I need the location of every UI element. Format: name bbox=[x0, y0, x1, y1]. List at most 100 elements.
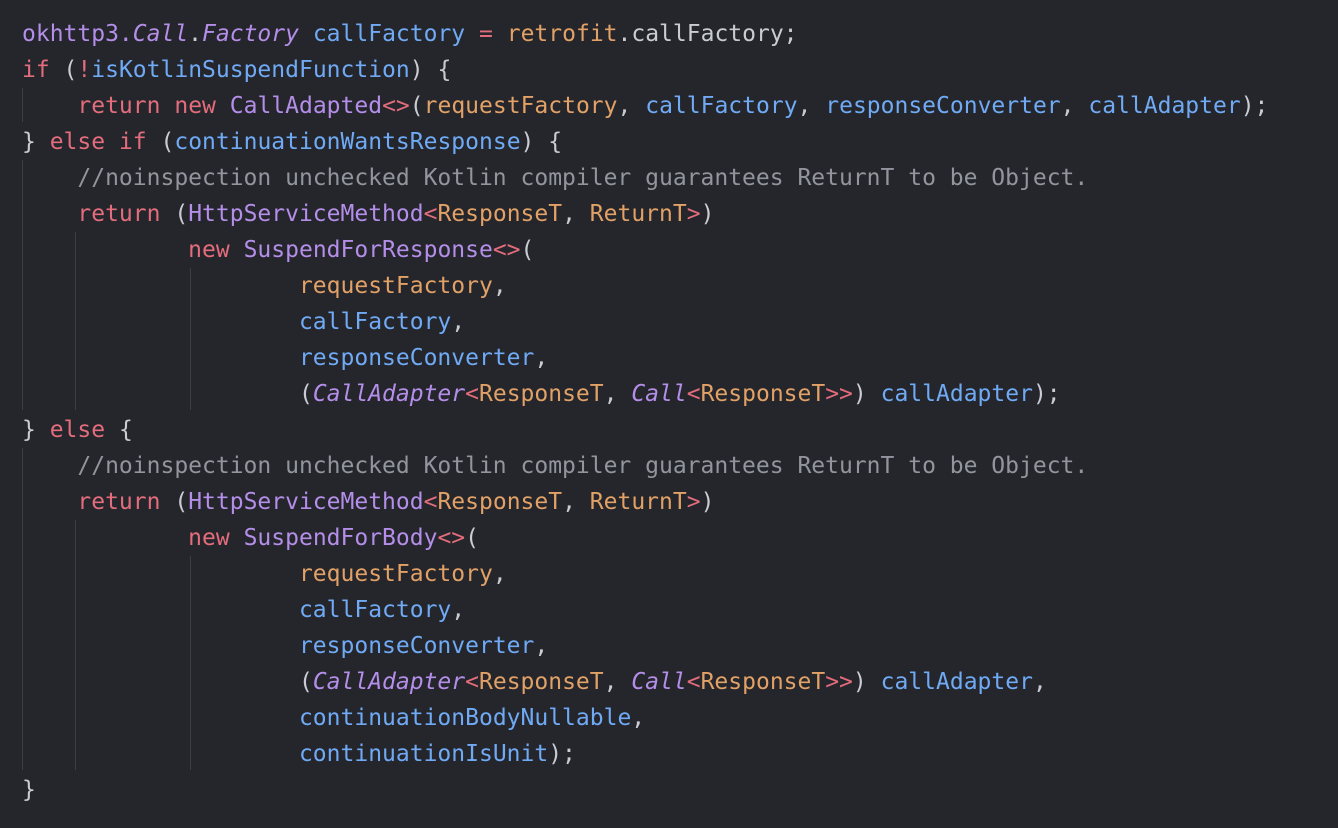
code-token: okhttp3. bbox=[22, 21, 133, 47]
code-token: //noinspection unchecked Kotlin compiler… bbox=[77, 165, 1089, 191]
indent-guide-line bbox=[22, 448, 23, 770]
code-line[interactable]: callFactory, bbox=[22, 592, 465, 628]
code-line[interactable]: continuationBodyNullable, bbox=[22, 700, 645, 736]
indent-guide-line bbox=[190, 268, 191, 410]
code-token: callFactory bbox=[645, 93, 798, 119]
code-token: ( bbox=[465, 525, 480, 551]
code-line[interactable]: return (HttpServiceMethod<ResponseT, Ret… bbox=[22, 196, 714, 232]
code-token: .callFactory; bbox=[617, 21, 798, 47]
code-token bbox=[22, 381, 299, 407]
code-token: ( bbox=[520, 237, 535, 263]
code-token: , bbox=[492, 561, 507, 587]
code-token: CallAdapter bbox=[312, 381, 466, 407]
code-token: < bbox=[686, 381, 701, 407]
code-token: callFactory bbox=[298, 309, 452, 335]
indent-guide-line bbox=[190, 556, 191, 770]
code-token: < bbox=[465, 381, 479, 407]
code-token: ( bbox=[409, 93, 424, 119]
code-token: ResponseT bbox=[437, 489, 563, 515]
code-token: responseConverter bbox=[298, 345, 535, 371]
code-line[interactable]: responseConverter, bbox=[22, 628, 548, 664]
code-token: ResponseT bbox=[479, 669, 604, 695]
code-token: ) { bbox=[520, 129, 563, 155]
code-token bbox=[230, 525, 244, 551]
code-token: callFactory bbox=[298, 597, 452, 623]
code-line[interactable]: new SuspendForResponse<>( bbox=[22, 232, 534, 268]
code-token: CallAdapter bbox=[312, 669, 466, 695]
code-line[interactable]: //noinspection unchecked Kotlin compiler… bbox=[22, 448, 1088, 484]
code-token: ) { bbox=[409, 57, 452, 83]
code-token: responseConverter bbox=[298, 633, 535, 659]
code-token: = bbox=[479, 21, 493, 47]
code-token: requestFactory bbox=[423, 93, 618, 119]
code-token: } bbox=[22, 777, 36, 803]
code-token: ) bbox=[700, 201, 715, 227]
code-token: ( bbox=[160, 201, 189, 227]
code-token: ReturnT bbox=[589, 489, 687, 515]
code-token: callAdapter bbox=[880, 381, 1033, 407]
code-token bbox=[493, 21, 507, 47]
code-line[interactable]: responseConverter, bbox=[22, 340, 548, 376]
code-token bbox=[22, 525, 188, 551]
code-token: continuationIsUnit bbox=[298, 741, 549, 767]
code-line[interactable]: callFactory, bbox=[22, 304, 465, 340]
code-token: CallAdapted bbox=[229, 93, 383, 119]
code-token: Call bbox=[132, 21, 189, 47]
code-token: SuspendForBody bbox=[243, 525, 438, 551]
code-token bbox=[299, 21, 313, 47]
code-token: , bbox=[451, 597, 466, 623]
code-token: > bbox=[686, 489, 701, 515]
code-token bbox=[230, 237, 244, 263]
code-token: return bbox=[77, 93, 161, 119]
code-token: , bbox=[562, 201, 590, 227]
code-token: < bbox=[423, 489, 438, 515]
code-token: callFactory bbox=[312, 21, 466, 47]
code-token: new bbox=[188, 237, 230, 263]
code-token: > bbox=[686, 201, 701, 227]
code-token: < bbox=[465, 669, 479, 695]
code-token: ) bbox=[852, 669, 881, 695]
code-line[interactable]: (CallAdapter<ResponseT, Call<ResponseT>>… bbox=[22, 376, 1061, 412]
code-line[interactable]: new SuspendForBody<>( bbox=[22, 520, 479, 556]
indent-guide-line bbox=[22, 160, 23, 410]
code-token: < bbox=[686, 669, 701, 695]
code-token: //noinspection unchecked Kotlin compiler… bbox=[77, 453, 1089, 479]
code-token bbox=[216, 93, 230, 119]
code-token: >> bbox=[825, 381, 853, 407]
code-line[interactable]: //noinspection unchecked Kotlin compiler… bbox=[22, 160, 1088, 196]
code-line[interactable]: return (HttpServiceMethod<ResponseT, Ret… bbox=[22, 484, 714, 520]
code-line[interactable]: } bbox=[22, 772, 36, 808]
code-token: responseConverter bbox=[825, 93, 1061, 119]
code-token bbox=[22, 561, 299, 587]
code-token: , bbox=[534, 345, 549, 371]
code-line[interactable]: requestFactory, bbox=[22, 556, 507, 592]
code-token: <> bbox=[437, 525, 466, 551]
code-token: } bbox=[22, 129, 50, 155]
code-token: ReturnT bbox=[589, 201, 687, 227]
code-token: HttpServiceMethod bbox=[188, 489, 424, 515]
code-token bbox=[22, 201, 77, 227]
code-token: ResponseT bbox=[700, 381, 826, 407]
code-token bbox=[160, 93, 174, 119]
code-token bbox=[22, 165, 77, 191]
code-token: requestFactory bbox=[298, 561, 493, 587]
code-line[interactable]: requestFactory, bbox=[22, 268, 507, 304]
code-token: , bbox=[617, 93, 646, 119]
code-token: callAdapter bbox=[880, 669, 1033, 695]
code-line[interactable]: return new CallAdapted<>(requestFactory,… bbox=[22, 88, 1268, 124]
code-line[interactable]: okhttp3.Call.Factory callFactory = retro… bbox=[22, 16, 798, 52]
code-line[interactable]: } else { bbox=[22, 412, 133, 448]
code-token: , bbox=[631, 705, 646, 731]
code-token: <> bbox=[382, 93, 410, 119]
code-token: continuationWantsResponse bbox=[174, 129, 521, 155]
code-token bbox=[22, 237, 188, 263]
code-token: else bbox=[49, 417, 106, 443]
code-line[interactable]: (CallAdapter<ResponseT, Call<ResponseT>>… bbox=[22, 664, 1047, 700]
code-line[interactable]: if (!isKotlinSuspendFunction) { bbox=[22, 52, 451, 88]
code-line[interactable]: continuationIsUnit); bbox=[22, 736, 576, 772]
indent-guide-line bbox=[75, 232, 76, 410]
code-line[interactable]: } else if (continuationWantsResponse) { bbox=[22, 124, 562, 160]
code-token: , bbox=[562, 489, 590, 515]
code-token bbox=[22, 273, 299, 299]
